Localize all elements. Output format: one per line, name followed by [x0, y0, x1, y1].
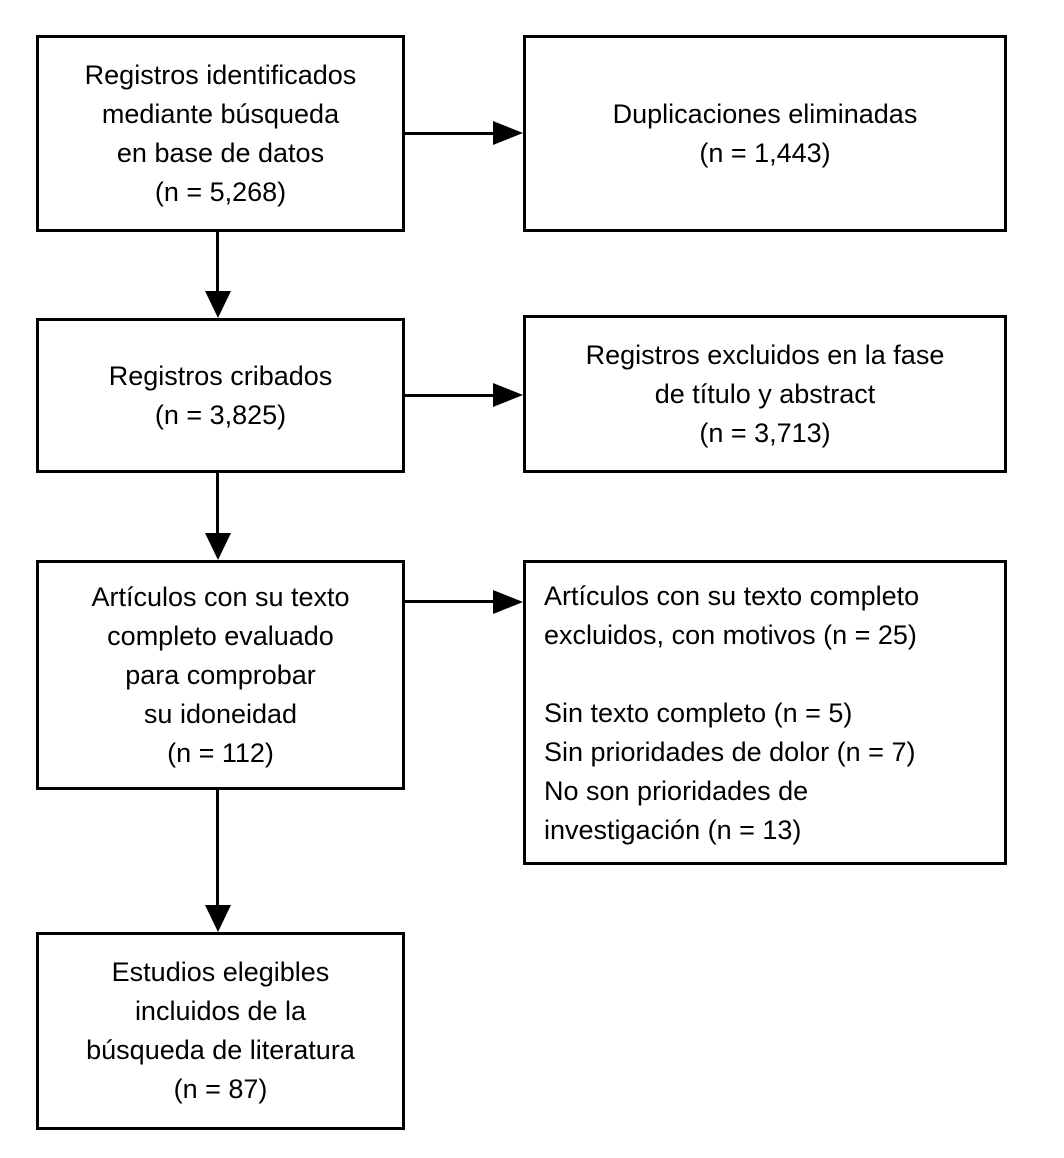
box-text-line: excluidos, con motivos (n = 25) — [544, 620, 917, 650]
arrow-head-right-icon — [493, 121, 523, 145]
box-records-screened: Registros cribados (n = 3,825) — [36, 318, 405, 473]
arrow-head-right-icon — [493, 383, 523, 407]
box-duplicates-removed: Duplicaciones eliminadas (n = 1,443) — [523, 35, 1007, 232]
box-records-identified: Registros identificados mediante búsqued… — [36, 35, 405, 232]
arrow-line — [404, 394, 494, 397]
box-text-line: para comprobar — [125, 659, 316, 690]
box-count-line: (n = 5,268) — [154, 176, 287, 207]
box-text-line: incluidos de la — [134, 996, 307, 1026]
box-text-line: Estudios elegibles — [111, 957, 330, 987]
box-fulltext-assessed: Artículos con su texto completo evaluado… — [36, 560, 405, 790]
box-text-line: Registros cribados — [108, 360, 333, 391]
box-text-line: búsqueda de literatura — [86, 1035, 355, 1065]
arrow-line — [216, 790, 219, 907]
box-count-line: (n = 3,825) — [154, 399, 287, 430]
box-reason-line: Sin texto completo (n = 5) — [544, 698, 853, 728]
box-text-line: su idoneidad — [143, 698, 298, 729]
box-text-line: de título y abstract — [654, 378, 876, 409]
box-count-line: (n = 87) — [173, 1074, 268, 1104]
box-reason-line: No son prioridades de — [544, 776, 809, 806]
arrow-head-down-icon — [205, 533, 231, 560]
box-text-line: Duplicaciones eliminadas — [612, 98, 918, 129]
box-text-line: completo evaluado — [107, 620, 334, 651]
box-fulltext-excluded-with-reasons: Artículos con su texto completo excluido… — [523, 560, 1007, 865]
box-count-line: (n = 112) — [167, 737, 274, 768]
arrow-head-down-icon — [205, 291, 231, 318]
box-count-line: (n = 1,443) — [699, 137, 831, 168]
box-text-line: Artículos con su texto — [91, 581, 350, 612]
box-reason-line: investigación (n = 13) — [544, 815, 802, 845]
box-studies-included: Estudios elegibles incluidos de la búsqu… — [36, 932, 405, 1130]
arrow-line — [404, 600, 494, 603]
box-text-line: Registros excluidos en la fase — [585, 339, 945, 370]
box-records-excluded-title-abstract: Registros excluidos en la fase de título… — [523, 315, 1007, 473]
box-count-line: (n = 3,713) — [699, 417, 831, 448]
box-text-line: Registros identificados — [84, 59, 357, 90]
box-text-line: en base de datos — [116, 137, 325, 168]
box-text-line: Artículos con su texto completo — [544, 581, 920, 611]
arrow-head-right-icon — [493, 590, 523, 614]
arrow-line — [216, 473, 219, 534]
box-reason-line: Sin prioridades de dolor (n = 7) — [544, 737, 916, 767]
arrow-line — [404, 132, 494, 135]
arrow-line — [216, 232, 219, 294]
box-text-line: mediante búsqueda — [101, 98, 340, 129]
arrow-head-down-icon — [205, 905, 231, 932]
